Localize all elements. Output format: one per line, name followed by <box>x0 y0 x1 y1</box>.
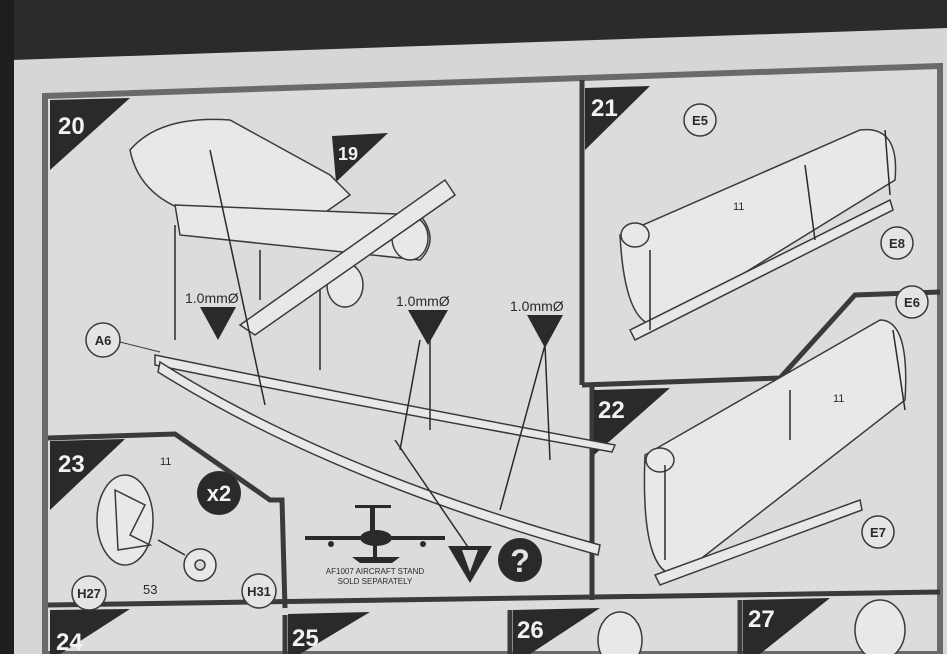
svg-text:27: 27 <box>748 606 775 633</box>
svg-text:1.0mmØ: 1.0mmØ <box>185 290 239 306</box>
stand-fitting-marker-icon <box>448 546 492 583</box>
svg-text:19: 19 <box>338 144 358 164</box>
step-22-tube-drawing <box>643 319 907 586</box>
optional-question-icon: ? <box>498 538 542 582</box>
step-26-part-drawing <box>597 611 643 654</box>
part-callout-e7: E7 <box>861 515 895 549</box>
step-25-badge: 25 <box>288 612 370 654</box>
panel-dividers <box>47 80 941 654</box>
step-21-tube-drawing <box>619 128 897 342</box>
svg-text:23: 23 <box>58 451 85 478</box>
step-20-badge: 20 <box>50 98 130 170</box>
drill-marker-3: 1.0mmØ <box>510 298 564 348</box>
svg-text:E5: E5 <box>692 113 708 128</box>
step-22-badge: 22 <box>594 388 670 455</box>
intake-fan-drawing <box>96 474 217 582</box>
stand-note-line-1: AF1007 AIRCRAFT STAND <box>326 567 425 576</box>
stand-note-line-2: SOLD SEPARATELY <box>338 577 413 586</box>
step-24-badge: 24 <box>50 609 130 654</box>
drill-marker-1: 1.0mmØ <box>185 290 239 340</box>
svg-text:x2: x2 <box>207 481 231 506</box>
step-22-paint-ref: 11 <box>833 393 844 405</box>
part-callout-h31: H31 <box>241 573 277 609</box>
svg-text:26: 26 <box>517 617 544 644</box>
step-23-paint-ref-11: 11 <box>160 456 171 468</box>
aircraft-stand-silhouette-icon <box>305 505 445 563</box>
svg-text:E7: E7 <box>870 525 886 540</box>
part-callout-e5: E5 <box>683 103 717 137</box>
step-27-part-drawing <box>854 599 906 654</box>
svg-text:1.0mmØ: 1.0mmØ <box>510 298 564 314</box>
part-callout-a6: A6 <box>85 322 161 358</box>
svg-text:25: 25 <box>292 625 319 652</box>
svg-text:E6: E6 <box>904 295 920 310</box>
svg-text:A6: A6 <box>95 333 112 348</box>
step-26-badge: 26 <box>513 608 600 654</box>
part-callout-e6: E6 <box>895 285 929 319</box>
svg-text:1.0mmØ: 1.0mmØ <box>396 293 450 309</box>
multiplier-badge: x2 <box>197 471 241 515</box>
step-23-badge: 23 <box>50 439 125 510</box>
step-27-badge: 27 <box>743 598 830 654</box>
svg-text:21: 21 <box>591 95 618 122</box>
step-21-badge: 21 <box>585 86 650 150</box>
svg-text:H27: H27 <box>77 586 101 601</box>
part-callout-h27: H27 <box>71 575 107 611</box>
binding-shadow <box>0 0 14 654</box>
svg-text:22: 22 <box>598 397 625 424</box>
svg-text:24: 24 <box>56 629 83 654</box>
fuselage-drawing <box>129 118 617 556</box>
step-19-reference-badge: 19 <box>332 133 388 182</box>
svg-text:20: 20 <box>58 113 85 140</box>
assembly-arrows <box>174 149 551 551</box>
step-21-paint-ref: 11 <box>733 201 744 213</box>
step-23-paint-ref-53: 53 <box>143 582 157 597</box>
drill-marker-2: 1.0mmØ <box>396 293 450 345</box>
svg-text:H31: H31 <box>247 584 271 599</box>
svg-text:E8: E8 <box>889 236 905 251</box>
part-callout-e8: E8 <box>880 226 914 260</box>
svg-text:?: ? <box>510 543 530 579</box>
